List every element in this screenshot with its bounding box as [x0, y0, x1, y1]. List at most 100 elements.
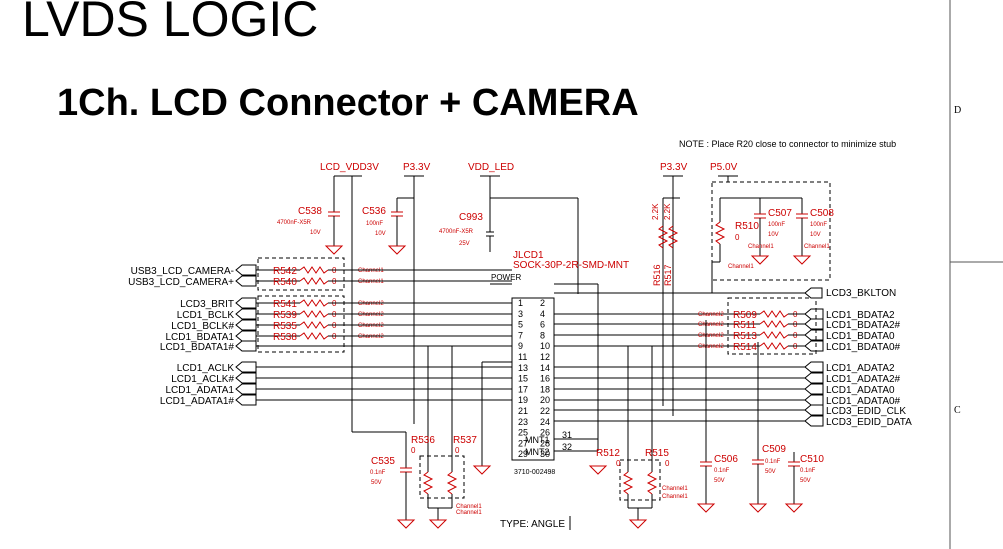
connector-ref: JLCD1	[513, 250, 544, 261]
net-label: LCD1_BCLK	[177, 310, 235, 321]
pin-number: 7	[518, 330, 523, 340]
connector-jlcd1: JLCD1 SOCK-30P-2R-SMD-MNT POWER MNT1 MNT…	[491, 250, 629, 476]
resistor-ref: R540	[273, 277, 297, 288]
cap-c506: C506 0.1nF 50V	[696, 320, 738, 513]
resistor-ref: R536	[411, 435, 435, 446]
zone-d-label: D	[954, 105, 961, 116]
pin-number: 25	[518, 428, 528, 438]
ground-connector	[472, 361, 608, 475]
resistor-symbol	[299, 310, 329, 318]
resistor-ref: R539	[273, 310, 297, 321]
resistor-symbol	[759, 320, 789, 328]
power-label: P5.0V	[710, 162, 738, 173]
cap-c538: C538 4700nF-X5R 10V	[277, 175, 344, 255]
channel-label: Channel1	[804, 244, 830, 250]
resistor-symbol	[759, 331, 789, 339]
resistor-symbol	[759, 310, 789, 318]
pin-number: 20	[540, 395, 550, 405]
cap-voltage: 50V	[800, 478, 811, 484]
channel-label: Channel2	[358, 323, 384, 329]
resistors-r536-r537: R536 0 R537 0 Channel1 Channel1	[411, 346, 482, 529]
pin-number: 28	[540, 438, 550, 448]
resistor-ref: R509	[733, 310, 757, 321]
power-p50v: P5.0V	[710, 162, 738, 182]
resistor-value: 0	[455, 446, 460, 455]
channel-label: Channel2	[698, 322, 724, 328]
resistor-ref: R535	[273, 321, 297, 332]
cap-ref: C507	[768, 208, 792, 219]
offpage-flag	[804, 383, 824, 395]
cap-ref: C536	[362, 206, 386, 217]
pin-number: 16	[540, 374, 550, 384]
cap-voltage: 50V	[765, 469, 776, 475]
pin-number: 21	[518, 406, 528, 416]
resistor-ref: R514	[733, 342, 757, 353]
pin-number: 4	[540, 309, 545, 319]
net-lcd3-bklton: LCD3_BKLTON	[554, 287, 896, 299]
channel-label: Channel2	[698, 312, 724, 318]
channel-label: Channel1	[456, 510, 482, 516]
offpage-flag	[235, 264, 257, 276]
zone-c-label: C	[954, 405, 961, 416]
cap-voltage: 10V	[310, 230, 321, 236]
sheet-title: LVDS LOGIC	[22, 0, 318, 47]
resistor-ref: R515	[645, 448, 669, 459]
resistor-ref: R537	[453, 435, 477, 446]
resistor-ref: R541	[273, 299, 297, 310]
channel-label: Channel1	[358, 279, 384, 285]
net-label: LCD1_ACLK	[177, 363, 235, 374]
offpage-flag	[804, 372, 824, 384]
pin-number: 2	[540, 298, 545, 308]
cap-c535: C535 0.1nF 50V	[352, 431, 416, 529]
cap-ref: C509	[762, 444, 786, 455]
channel-label: Channel1	[728, 264, 754, 270]
offpage-flag	[804, 318, 824, 330]
cap-ref: C535	[371, 456, 395, 467]
p50v-group: R510 0 Channel1 C507 100nF 10V Channel1 …	[711, 181, 834, 293]
pin-number: 26	[540, 428, 550, 438]
channel-label: Channel1	[662, 486, 688, 492]
resistor-value: 2.2K	[651, 203, 660, 220]
cap-value: 4700nF-X5R	[277, 220, 312, 226]
net-label: LCD1_ADATA2	[826, 363, 895, 374]
cap-value: 0.1nF	[714, 468, 730, 474]
pin-number: 17	[518, 384, 528, 394]
pin-number: 23	[518, 417, 528, 427]
right-resistor-rows: Channel2R5090LCD1_BDATA2Channel2R5110LCD…	[554, 308, 901, 353]
cap-ref: C510	[800, 454, 824, 465]
pin-number: 13	[518, 363, 528, 373]
net-label: LCD3_EDID_DATA	[826, 417, 912, 428]
cap-c510: C510 0.1nF 50V	[784, 452, 824, 513]
cap-value: 0.1nF	[370, 470, 386, 476]
channel2-group-right	[727, 297, 817, 355]
offpage-flag	[235, 340, 257, 352]
connector-pn: 3710-002498	[514, 469, 555, 476]
channel-label: Channel1	[358, 268, 384, 274]
pin-number: 18	[540, 384, 550, 394]
offpage-flag	[804, 340, 824, 352]
resistor-symbol	[759, 342, 789, 350]
cap-ref: C506	[714, 454, 738, 465]
resistor-ref: R517	[663, 264, 673, 286]
resistor-symbol	[299, 277, 329, 285]
cap-ref: C538	[298, 206, 322, 217]
resistor-symbol	[299, 266, 329, 274]
pin-number: 14	[540, 363, 550, 373]
net-label: LCD3_BRIT	[180, 299, 234, 310]
pin-number: 10	[540, 341, 550, 351]
pin-number: 8	[540, 330, 545, 340]
left-direct-nets: LCD1_ACLKLCD1_ACLK#LCD1_ADATA1LCD1_ADATA…	[160, 361, 512, 407]
power-label: P3.3V	[660, 162, 688, 173]
net-label: LCD1_BDATA0	[826, 331, 895, 342]
net-label: LCD1_ADATA0#	[826, 396, 901, 407]
connector-mnt1: MNT1	[525, 435, 550, 445]
pin-number: 15	[518, 374, 528, 384]
pin-number: 29	[518, 449, 528, 459]
offpage-flag	[235, 361, 257, 373]
cap-value: 100nF	[366, 221, 383, 227]
pin-number: 9	[518, 341, 523, 351]
power-label: LCD_VDD3V	[320, 162, 379, 173]
cap-value: 100nF	[810, 222, 827, 228]
resistor-ref: R510	[735, 221, 759, 232]
